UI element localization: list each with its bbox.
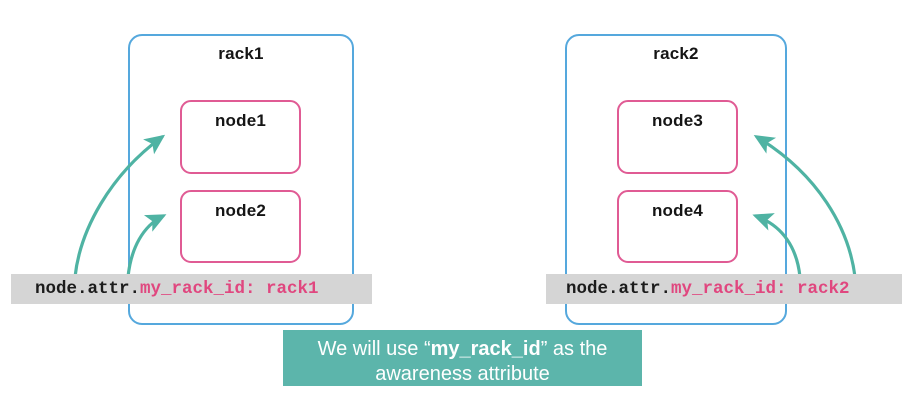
- caption-line-1-post: ” as the: [540, 338, 608, 360]
- rack-title-rack1: rack1: [218, 44, 264, 63]
- attribute-label-rack1-prefix: node.attr.: [35, 279, 141, 299]
- attribute-label-rack2: node.attr.my_rack_id: rack2: [546, 274, 902, 304]
- attribute-label-rack1-key: my_rack_id: rack1: [140, 279, 319, 299]
- node-box-node4: node4: [617, 190, 738, 263]
- node-title-node2: node2: [214, 201, 267, 220]
- node-title-node4: node4: [651, 201, 704, 220]
- caption-line-1: We will use “my_rack_id” as the: [297, 337, 628, 362]
- rack-title-rack2: rack2: [653, 44, 699, 63]
- node-box-node3: node3: [617, 100, 738, 174]
- attribute-label-rack2-prefix: node.attr.: [566, 279, 672, 299]
- caption-attribute-name: my_rack_id: [430, 338, 541, 360]
- attribute-label-rack2-key: my_rack_id: rack2: [671, 279, 850, 299]
- caption-line-2: awareness attribute: [375, 363, 550, 385]
- attribute-label-rack1: node.attr.my_rack_id: rack1: [11, 274, 372, 304]
- node-box-node2: node2: [180, 190, 301, 263]
- caption-line-1-pre: We will use “: [317, 338, 431, 360]
- node-box-node1: node1: [180, 100, 301, 174]
- node-title-node1: node1: [214, 111, 267, 130]
- caption-banner: We will use “my_rack_id” as the awarenes…: [283, 330, 642, 386]
- node-title-node3: node3: [651, 111, 704, 130]
